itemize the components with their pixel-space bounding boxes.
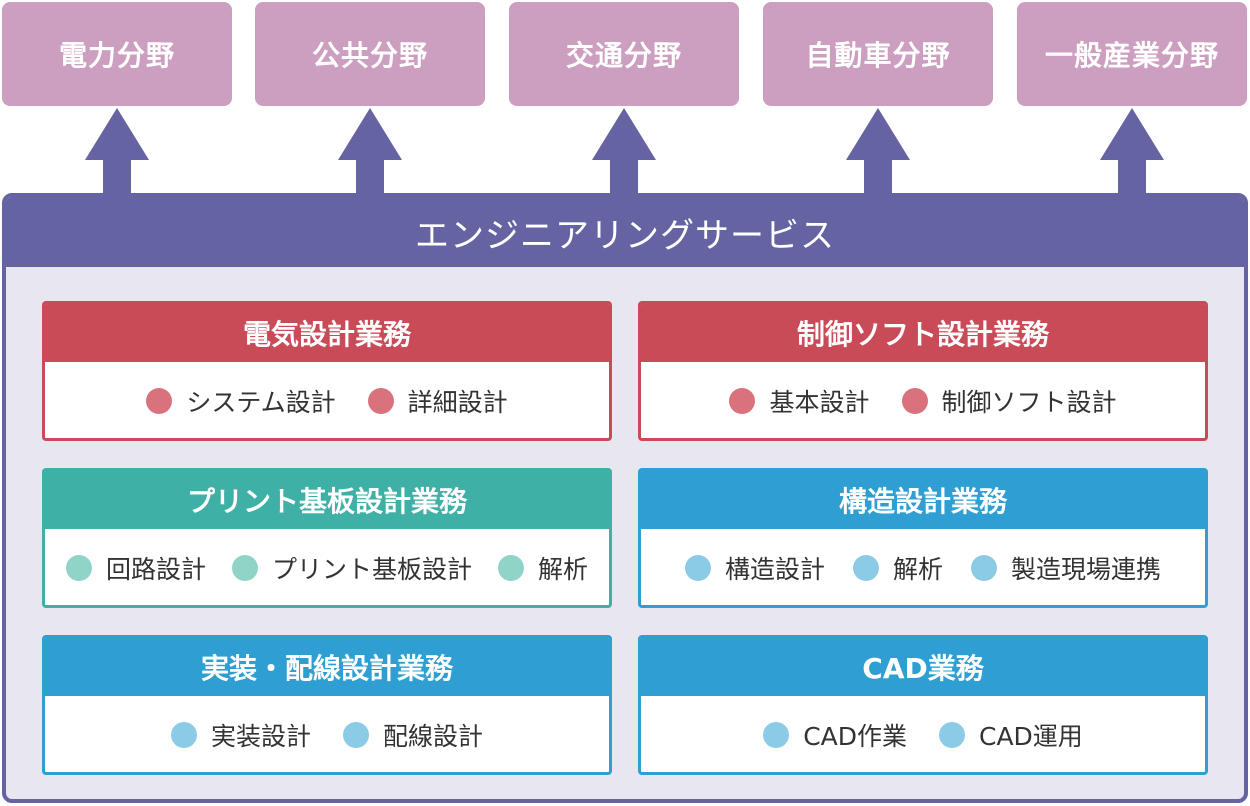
card-header: 制御ソフト設計業務 (641, 304, 1205, 362)
field-box-power: 電力分野 (2, 2, 232, 106)
card-header: CAD業務 (641, 638, 1205, 696)
bullet-dot-icon (971, 555, 997, 581)
item-label: 詳細設計 (407, 388, 508, 417)
field-box-automotive: 自動車分野 (763, 2, 993, 106)
item-label: 回路設計 (105, 555, 206, 584)
list-item: プリント基板設計 (231, 550, 472, 586)
bullet-dot-icon (901, 388, 928, 414)
list-item: 製造現場連携 (971, 550, 1161, 586)
item-label: 製造現場連携 (1011, 555, 1162, 584)
card-title: 構造設計業務 (838, 485, 1007, 518)
card-title: 実装・配線設計業務 (200, 652, 453, 685)
bullet-dot-icon (367, 388, 394, 414)
field-box-public: 公共分野 (255, 2, 485, 106)
card-header: 構造設計業務 (641, 471, 1205, 529)
bullet-dot-icon (65, 555, 92, 581)
list-item: 配線設計 (343, 717, 483, 753)
card-item-list: CAD作業 CAD運用 (641, 696, 1205, 772)
list-item: 制御ソフト設計 (901, 383, 1117, 419)
card-title: 制御ソフト設計業務 (796, 318, 1049, 351)
list-item: 詳細設計 (367, 383, 508, 419)
field-label: 交通分野 (565, 39, 682, 72)
item-label: CAD運用 (979, 722, 1083, 751)
bullet-dot-icon (939, 722, 965, 748)
list-item: システム設計 (146, 383, 336, 419)
card-header: プリント基板設計業務 (45, 471, 609, 529)
up-arrow-icon (1100, 108, 1164, 194)
item-label: プリント基板設計 (271, 555, 472, 584)
card-cad: CAD業務 CAD作業 CAD運用 (638, 635, 1208, 775)
card-header: 実装・配線設計業務 (45, 638, 609, 696)
service-title: エンジニアリングサービス (415, 215, 835, 256)
bullet-dot-icon (852, 555, 879, 581)
card-title: CAD業務 (862, 652, 984, 685)
bullet-dot-icon (343, 722, 369, 748)
item-label: 基本設計 (769, 388, 870, 417)
item-label: 解析 (538, 555, 589, 584)
card-structural-design: 構造設計業務 構造設計 解析 製造現場連携 (638, 468, 1208, 608)
field-label: 公共分野 (311, 39, 428, 72)
list-item: 実装設計 (170, 717, 311, 753)
field-box-general-industry: 一般産業分野 (1017, 2, 1247, 106)
item-label: 実装設計 (210, 722, 311, 751)
up-arrow-icon (846, 108, 910, 194)
up-arrow-icon (85, 108, 149, 194)
bullet-dot-icon (231, 555, 258, 581)
field-box-transport: 交通分野 (509, 2, 739, 106)
card-item-list: 構造設計 解析 製造現場連携 (641, 529, 1205, 605)
card-item-list: システム設計 詳細設計 (45, 362, 609, 438)
field-label: 一般産業分野 (1044, 39, 1219, 72)
bullet-dot-icon (729, 388, 756, 414)
bullet-dot-icon (146, 388, 173, 414)
item-label: 構造設計 (724, 555, 825, 584)
card-title: プリント基板設計業務 (186, 485, 467, 518)
bullet-dot-icon (498, 555, 524, 581)
bullet-dot-icon (684, 555, 711, 581)
item-label: システム設計 (186, 388, 336, 417)
up-arrow-icon (592, 108, 656, 194)
card-header: 電気設計業務 (45, 304, 609, 362)
card-item-list: 実装設計 配線設計 (45, 696, 609, 772)
card-mounting-wiring-design: 実装・配線設計業務 実装設計 配線設計 (42, 635, 612, 775)
field-label: 自動車分野 (805, 39, 951, 72)
bullet-dot-icon (763, 722, 790, 748)
item-label: 解析 (892, 555, 943, 584)
list-item: 基本設計 (729, 383, 870, 419)
list-item: CAD運用 (939, 717, 1083, 753)
card-electrical-design: 電気設計業務 システム設計 詳細設計 (42, 301, 612, 441)
item-label: 配線設計 (383, 722, 484, 751)
bullet-dot-icon (170, 722, 197, 748)
item-label: CAD作業 (803, 722, 907, 751)
service-header: エンジニアリングサービス (6, 197, 1244, 267)
card-control-software-design: 制御ソフト設計業務 基本設計 制御ソフト設計 (638, 301, 1208, 441)
list-item: 回路設計 (65, 550, 206, 586)
card-item-list: 基本設計 制御ソフト設計 (641, 362, 1205, 438)
up-arrow-icon (338, 108, 402, 194)
engineering-service-panel: エンジニアリングサービス 電気設計業務 システム設計 詳細設計 制御ソフト設計業… (2, 193, 1248, 803)
card-pcb-design: プリント基板設計業務 回路設計 プリント基板設計 解析 (42, 468, 612, 608)
field-label: 電力分野 (58, 39, 175, 72)
list-item: 解析 (852, 550, 943, 586)
item-label: 制御ソフト設計 (941, 388, 1117, 417)
card-item-list: 回路設計 プリント基板設計 解析 (45, 529, 609, 605)
list-item: 構造設計 (684, 550, 825, 586)
list-item: CAD作業 (763, 717, 907, 753)
list-item: 解析 (498, 550, 588, 586)
card-title: 電気設計業務 (242, 318, 411, 351)
